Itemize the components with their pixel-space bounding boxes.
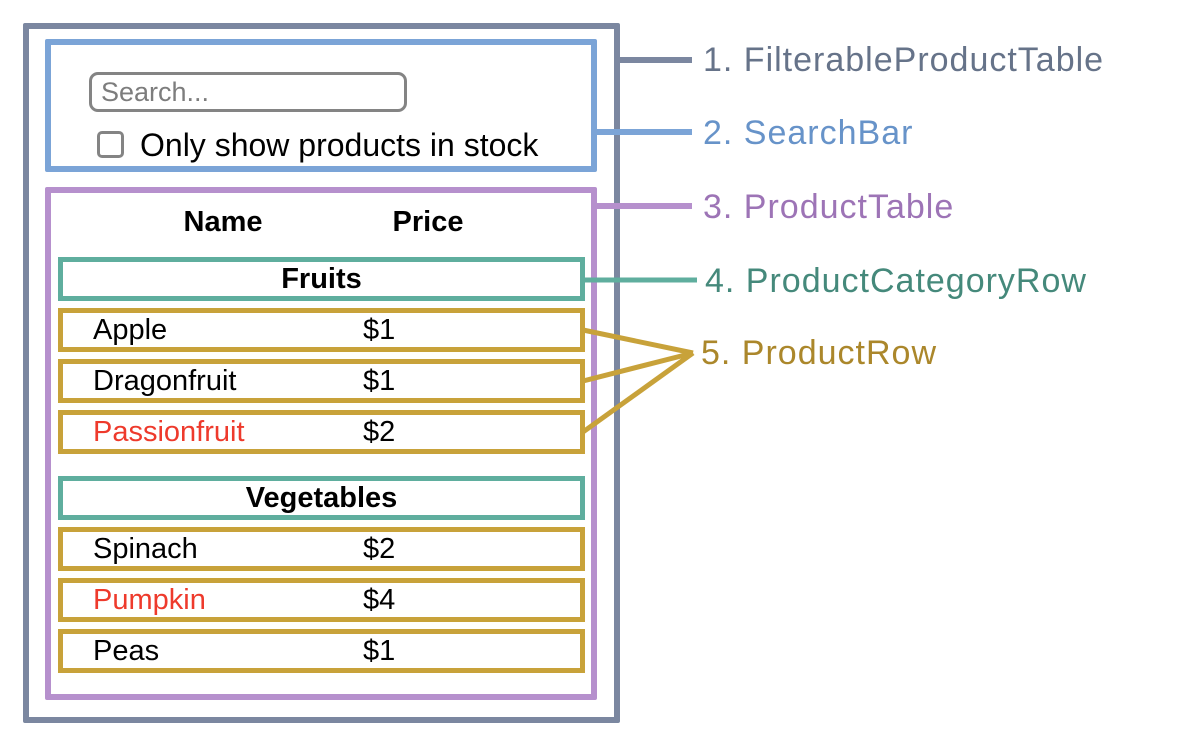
product-row-peas: Peas $1 bbox=[58, 629, 585, 673]
product-price: $1 bbox=[363, 634, 396, 667]
product-category-row-fruits: Fruits bbox=[58, 257, 585, 301]
product-name: Spinach bbox=[93, 532, 198, 565]
product-name: Pumpkin bbox=[93, 583, 206, 616]
product-price: $2 bbox=[363, 415, 396, 448]
product-price: $4 bbox=[363, 583, 396, 616]
legend-item-filterable-product-table: 1. FilterableProductTable bbox=[703, 41, 1105, 79]
product-row-apple: Apple $1 bbox=[58, 308, 585, 352]
search-bar-outline bbox=[45, 39, 597, 172]
product-name: Dragonfruit bbox=[93, 364, 237, 397]
legend-item-product-row: 5. ProductRow bbox=[701, 334, 937, 372]
product-category-row-vegetables: Vegetables bbox=[58, 476, 585, 520]
product-row-passionfruit: Passionfruit $2 bbox=[58, 410, 585, 454]
search-input[interactable] bbox=[89, 72, 407, 112]
product-price: $1 bbox=[363, 313, 396, 346]
product-name: Apple bbox=[93, 313, 168, 346]
column-header-price: Price bbox=[392, 206, 464, 238]
legend-item-product-table: 3. ProductTable bbox=[703, 188, 955, 226]
legend-item-search-bar: 2. SearchBar bbox=[703, 114, 914, 152]
product-row-dragonfruit: Dragonfruit $1 bbox=[58, 359, 585, 403]
in-stock-checkbox-label: Only show products in stock bbox=[140, 127, 539, 163]
product-table-outline bbox=[45, 187, 597, 700]
column-header-name: Name bbox=[183, 206, 263, 238]
legend-item-product-category-row: 4. ProductCategoryRow bbox=[705, 262, 1087, 300]
product-price: $2 bbox=[363, 532, 396, 565]
product-price: $1 bbox=[363, 364, 396, 397]
product-name: Peas bbox=[93, 634, 160, 667]
in-stock-checkbox[interactable] bbox=[97, 131, 124, 158]
product-row-spinach: Spinach $2 bbox=[58, 527, 585, 571]
product-name: Passionfruit bbox=[93, 415, 245, 448]
product-row-pumpkin: Pumpkin $4 bbox=[58, 578, 585, 622]
